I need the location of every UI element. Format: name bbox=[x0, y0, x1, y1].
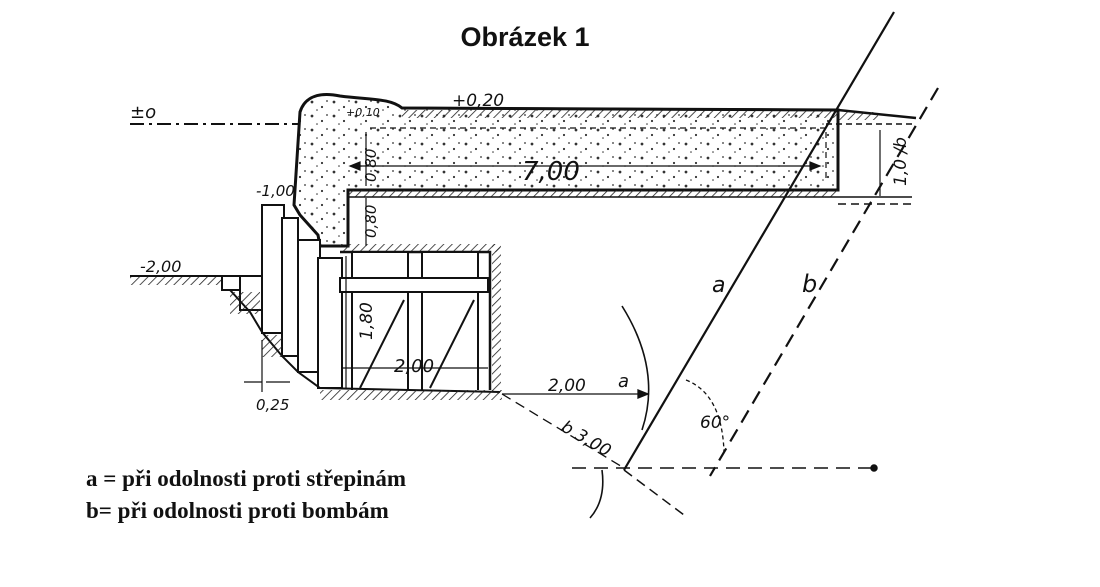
diagonal-a bbox=[623, 11, 895, 471]
label-dist-b-300: b 3,00 bbox=[558, 417, 615, 461]
label-thick-top: 0,80 bbox=[362, 149, 380, 182]
label-height-180: 1,80 bbox=[357, 302, 377, 340]
dist-b bbox=[501, 393, 625, 469]
arc-a bbox=[621, 305, 650, 431]
label-thick-bottom: 0,80 bbox=[362, 205, 380, 238]
diagonal-b bbox=[709, 87, 939, 477]
dim-025 bbox=[244, 340, 290, 392]
stepped-wall bbox=[261, 204, 343, 389]
chamber bbox=[320, 244, 502, 400]
label-ground-level: ±o bbox=[130, 102, 156, 123]
label-line-b: b bbox=[802, 270, 817, 298]
concrete-slab bbox=[292, 93, 912, 248]
lower-ground bbox=[130, 275, 501, 393]
label-dist-a-200: 2,00 bbox=[548, 376, 586, 396]
label-span-700: 7,00 bbox=[522, 157, 580, 187]
label-angle-60: 60° bbox=[700, 413, 730, 433]
angle-arc bbox=[685, 379, 725, 453]
dim-span bbox=[348, 161, 822, 171]
arc-b bbox=[589, 469, 604, 519]
perpendicular-dash bbox=[623, 469, 689, 519]
base-line bbox=[572, 464, 878, 472]
label-plus-020: +0,20 bbox=[452, 91, 504, 111]
dist-a bbox=[502, 389, 650, 399]
label-minus-200: -2,00 bbox=[140, 257, 181, 276]
right-ground bbox=[826, 108, 917, 125]
label-side-10-b: 1,0 /b bbox=[891, 137, 911, 186]
legend: a = při odolnosti proti střepinám b= při… bbox=[86, 463, 406, 527]
legend-item-a: a = při odolnosti proti střepinám bbox=[86, 466, 407, 491]
figure-title: Obrázek 1 bbox=[460, 22, 590, 52]
label-width-200: 2,00 bbox=[394, 356, 434, 377]
label-line-a-lower: a bbox=[618, 371, 629, 392]
legend-item-b: b= při odolnosti proti bombám bbox=[86, 498, 389, 523]
label-line-a: a bbox=[712, 273, 725, 298]
label-offset-025: 0,25 bbox=[256, 396, 289, 414]
label-minus-100: -1,00 bbox=[256, 182, 295, 200]
label-plus-010: +0,10 bbox=[346, 106, 380, 119]
